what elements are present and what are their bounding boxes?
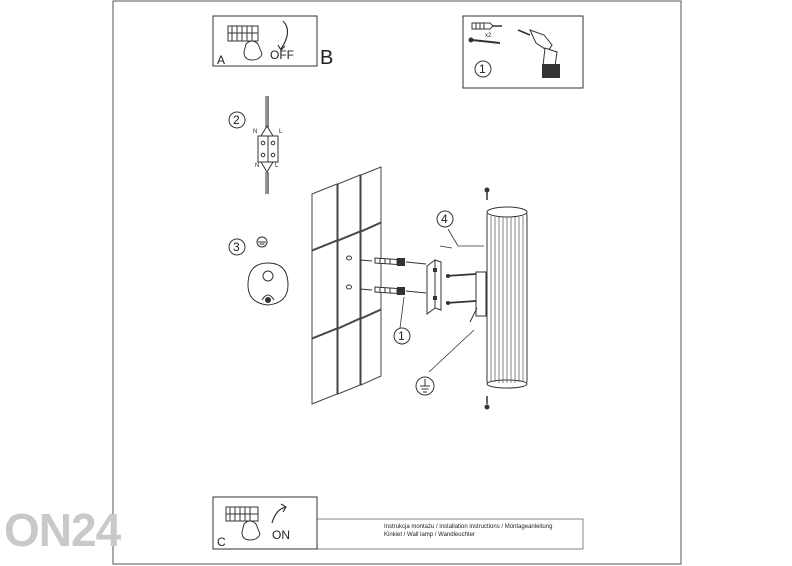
live-marking: L: [279, 129, 283, 135]
step-number: 2: [233, 113, 240, 127]
terminal-block-icon: [225, 506, 259, 522]
panel-a-state: OFF: [270, 48, 294, 62]
lamp-body: [469, 187, 528, 410]
footer-box: [316, 518, 584, 550]
screw-icon: [484, 396, 490, 410]
step-circle-3: [228, 238, 246, 256]
step-number: 1: [398, 329, 405, 343]
hand-icon: [243, 40, 263, 61]
curved-arrow-icon: [280, 20, 289, 50]
screw-icon: [484, 187, 490, 200]
hand-icon: [241, 520, 261, 541]
section-letter: B: [320, 47, 334, 69]
terminal-block-icon: [227, 25, 259, 42]
ground-icon: [256, 236, 268, 248]
step-circle-2: [228, 111, 246, 129]
footer-text: Instrukcja montażu / installation instru…: [384, 523, 552, 539]
dowel-icon: [374, 257, 405, 266]
panel-a-letter: A: [217, 53, 226, 67]
dowel-icon: [471, 22, 502, 30]
neutral-marking: N: [255, 163, 260, 169]
step-number: 1: [479, 62, 486, 76]
quantity-marking: x2: [485, 33, 492, 39]
wiring-diagram: [257, 96, 279, 194]
neutral-marking: N: [253, 129, 258, 135]
dowel-icon: [374, 286, 405, 295]
drill-icon: [517, 29, 560, 78]
step-circle-1-wall: [393, 327, 411, 345]
screw-icon: [468, 37, 501, 44]
step-number: 4: [441, 212, 448, 226]
callout-lines: [399, 228, 484, 373]
step-circle-4: [436, 210, 454, 228]
mounting-bracket: [426, 259, 477, 315]
panel-a-switch-off: [212, 15, 318, 67]
step-number: 3: [233, 240, 240, 254]
page-frame: [112, 0, 682, 565]
watermark-logo: ON24: [4, 504, 121, 556]
ground-terminal-diagram: [247, 236, 289, 306]
panel-c-letter: C: [217, 535, 226, 549]
panel-c-switch-on: [212, 496, 318, 550]
ground-icon: [415, 376, 435, 396]
footer-line-1: Instrukcja montażu / installation instru…: [384, 524, 553, 530]
step-circle-1-top: [474, 60, 492, 78]
footer-line-2: Kinkiet / Wall lamp / Wandleuchter: [384, 532, 475, 538]
live-marking: L: [275, 163, 279, 169]
panel-c-state: ON: [272, 528, 290, 542]
curved-arrow-icon: [271, 506, 287, 524]
dowels-and-screws: [346, 255, 427, 295]
wall-tiles: [311, 166, 382, 405]
